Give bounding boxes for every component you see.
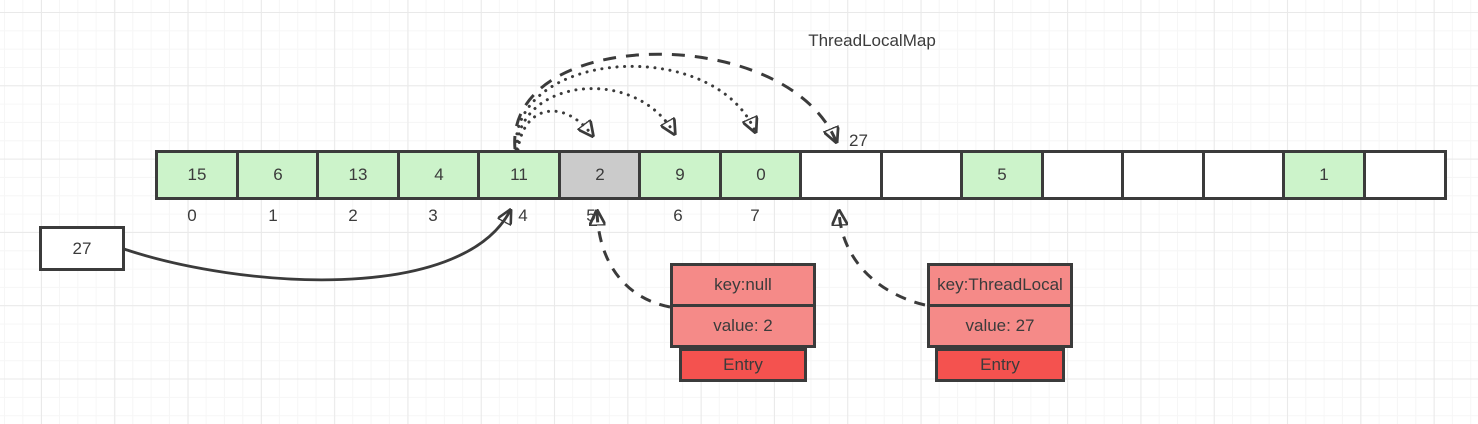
entry-body: key:ThreadLocal value: 27 <box>927 263 1073 348</box>
array-cell-2: 13 <box>316 150 400 200</box>
entry-value: value: 2 <box>713 316 773 335</box>
array-cell-0: 15 <box>155 150 239 200</box>
index-label-4: 4 <box>518 206 528 225</box>
array-cell-11 <box>1041 150 1125 200</box>
array-cell-1: 6 <box>236 150 320 200</box>
probe-arc-to-index7 <box>514 64 755 151</box>
index-label-2: 2 <box>348 206 358 225</box>
entry-key: key:null <box>673 266 813 307</box>
array-cell-7: 0 <box>719 150 803 200</box>
array-cell-3: 4 <box>397 150 481 200</box>
array-cell-9 <box>880 150 964 200</box>
array-cell-6: 9 <box>638 150 722 200</box>
array-cell-10: 5 <box>960 150 1044 200</box>
hash-value-label: 27 <box>72 238 92 258</box>
inserted-value-label: 27 <box>849 131 868 150</box>
entry-value: value: 27 <box>965 316 1035 335</box>
array-cell-4: 11 <box>477 150 561 200</box>
entry-footer: Entry <box>935 348 1065 382</box>
array-cell-14: 1 <box>1282 150 1366 200</box>
probe-arc-to-index8 <box>513 52 836 150</box>
entry-card-null: key:null value: 2 Entry <box>670 263 816 382</box>
array-cell-13 <box>1202 150 1286 200</box>
entry-card-threadlocal: key:ThreadLocal value: 27 Entry <box>927 263 1073 382</box>
array-cell-5: 2 <box>558 150 642 200</box>
hash-value-box: 27 <box>39 226 125 271</box>
array-cell-8 <box>799 150 883 200</box>
index-label-7: 7 <box>750 206 760 225</box>
probe-arc-to-index6 <box>515 87 674 151</box>
index-label-5: 5 <box>586 206 596 225</box>
array-cell-15 <box>1363 150 1447 200</box>
entry-body: key:null value: 2 <box>670 263 816 348</box>
probe-arc-to-index5 <box>516 109 592 152</box>
index-label-0: 0 <box>187 206 197 225</box>
index-label-6: 6 <box>673 206 683 225</box>
entry-threadlocal-to-index8-arrow <box>839 212 926 307</box>
index-label-1: 1 <box>268 206 278 225</box>
entry-key: key:ThreadLocal <box>930 266 1070 307</box>
array-cell-12 <box>1121 150 1205 200</box>
diagram-title: ThreadLocalMap <box>808 31 936 50</box>
entry-footer: Entry <box>679 348 807 382</box>
index-label-3: 3 <box>428 206 438 225</box>
